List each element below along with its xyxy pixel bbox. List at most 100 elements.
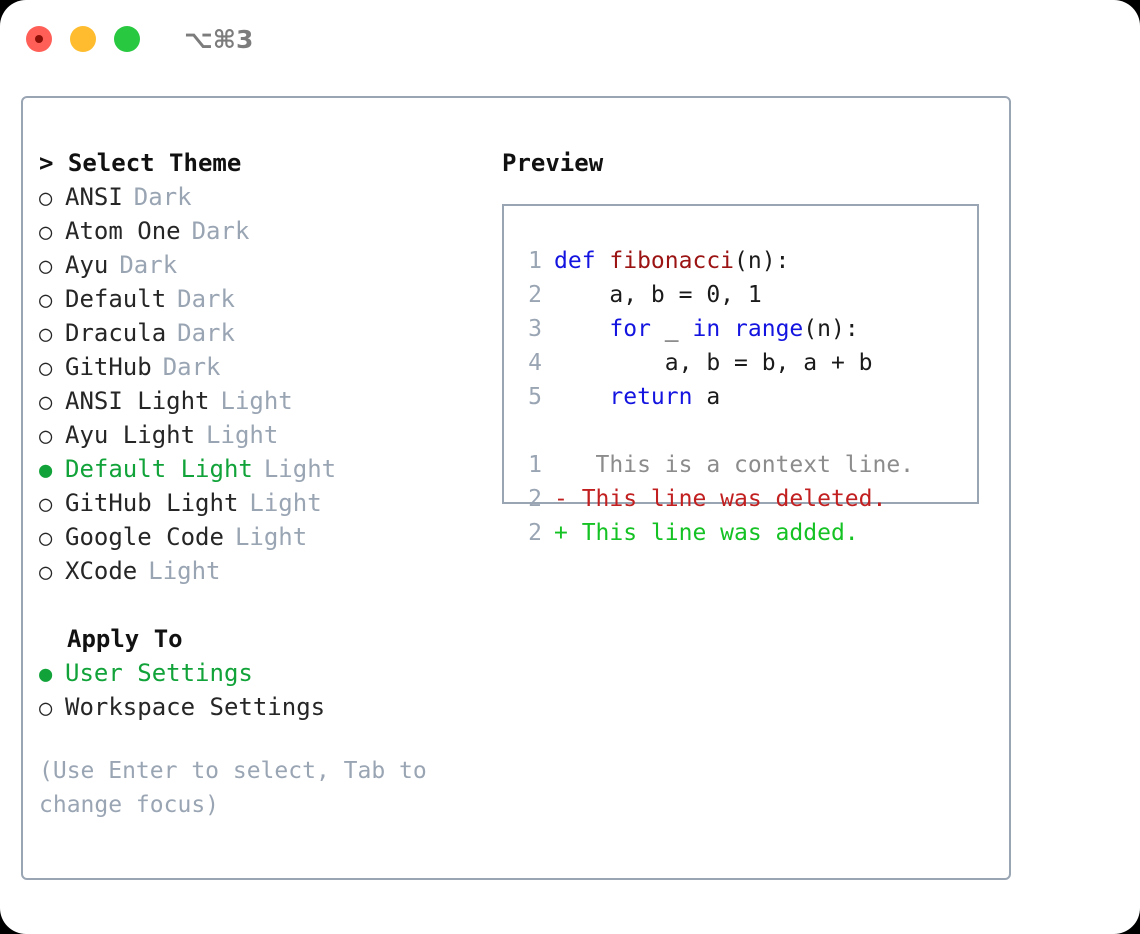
- radio-unselected-icon: ○: [39, 424, 53, 449]
- theme-option-8[interactable]: ● Default Light Light: [39, 452, 479, 486]
- theme-option-tag: Dark: [177, 285, 235, 313]
- theme-option-label: XCode: [65, 557, 138, 585]
- theme-option-0[interactable]: ○ ANSI Dark: [39, 180, 479, 214]
- diff-line-content: + This line was added.: [554, 520, 859, 546]
- radio-unselected-icon: ○: [39, 356, 53, 381]
- theme-option-tag: Dark: [177, 319, 235, 347]
- code-token-kw: range: [734, 316, 804, 342]
- theme-option-label: Google Code: [65, 523, 224, 551]
- theme-option-11[interactable]: ○ XCode Light: [39, 554, 479, 588]
- diff-line-content: - This line was deleted.: [554, 486, 887, 512]
- theme-option-1[interactable]: ○ Atom One Dark: [39, 214, 479, 248]
- code-token-plain: [554, 316, 609, 342]
- theme-option-label: Default Light: [65, 455, 253, 483]
- code-line-content: a, b = b, a + b: [554, 346, 873, 380]
- theme-option-tag: Light: [249, 489, 322, 517]
- diff-line-number: 2: [528, 520, 542, 546]
- apply-to-option-0[interactable]: ● User Settings: [39, 656, 479, 690]
- code-line-content: for _ in range(n):: [554, 312, 859, 346]
- theme-option-4[interactable]: ○ Dracula Dark: [39, 316, 479, 350]
- preview-heading: Preview: [502, 149, 604, 177]
- code-line-3: 3 for _ in range(n):: [518, 312, 977, 346]
- code-token-plain: [720, 316, 734, 342]
- theme-option-tag: Light: [263, 455, 337, 483]
- theme-option-label: Ayu: [65, 251, 109, 279]
- theme-option-label: Atom One: [65, 217, 181, 245]
- theme-option-label: ANSI: [65, 183, 123, 211]
- radio-unselected-icon: ○: [39, 288, 53, 313]
- code-token-kw: in: [692, 316, 721, 342]
- code-line-number: 1: [528, 248, 542, 274]
- code-line-content: def fibonacci(n):: [554, 244, 789, 278]
- diff-line-number: 1: [528, 452, 542, 478]
- theme-option-5[interactable]: ○ GitHub Dark: [39, 350, 479, 384]
- theme-option-tag: Light: [220, 387, 293, 415]
- code-line-2: 2 a, b = 0, 1: [518, 278, 977, 312]
- apply-to-option-label: Workspace Settings: [65, 693, 326, 721]
- code-token-plain: _: [650, 316, 693, 342]
- diff-line-content: This is a context line.: [554, 452, 915, 478]
- theme-option-label: ANSI Light: [65, 387, 210, 415]
- theme-option-tag: Dark: [133, 183, 192, 211]
- radio-unselected-icon: ○: [39, 186, 53, 211]
- radio-unselected-icon: ○: [39, 390, 53, 415]
- apply-to-option-list[interactable]: ● User Settings ○ Workspace Settings: [39, 656, 479, 724]
- theme-option-7[interactable]: ○ Ayu Light Light: [39, 418, 479, 452]
- theme-option-6[interactable]: ○ ANSI Light Light: [39, 384, 479, 418]
- code-token-plain: a, b = b, a + b: [554, 350, 873, 376]
- code-line-number: 4: [528, 350, 542, 376]
- radio-unselected-icon: ○: [39, 696, 53, 721]
- code-line-number: 2: [528, 282, 542, 308]
- keyboard-hint-text: (Use Enter to select, Tab to change focu…: [39, 758, 441, 818]
- diff-line-del: 2- This line was deleted.: [518, 482, 977, 516]
- theme-option-tag: Light: [206, 421, 279, 449]
- radio-unselected-icon: ○: [39, 220, 53, 245]
- theme-option-tag: Light: [148, 557, 221, 585]
- theme-option-tag: Light: [234, 523, 308, 551]
- apply-to-option-label: User Settings: [65, 659, 253, 687]
- radio-unselected-icon: ○: [39, 560, 53, 585]
- close-window-icon[interactable]: [26, 26, 52, 52]
- apply-to-heading: Apply To: [67, 625, 183, 653]
- maximize-window-icon[interactable]: [114, 26, 140, 52]
- code-line-content: return a: [554, 380, 720, 414]
- theme-option-tag: Dark: [119, 251, 178, 279]
- code-token-kw: return: [609, 384, 693, 410]
- code-line-4: 4 a, b = b, a + b: [518, 346, 977, 380]
- code-token-plain: a: [692, 384, 721, 410]
- theme-option-label: GitHub: [65, 353, 152, 381]
- title-bar: ⌥⌘3: [0, 0, 1140, 78]
- code-token-plain: (n):: [734, 248, 790, 274]
- code-token-plain: (n):: [803, 316, 859, 342]
- radio-unselected-icon: ○: [39, 322, 53, 347]
- theme-option-tag: Dark: [191, 217, 250, 245]
- code-token-fn: fibonacci: [609, 248, 735, 274]
- radio-unselected-icon: ○: [39, 492, 53, 517]
- theme-option-tag: Dark: [162, 353, 221, 381]
- diff-line-add: 2 + This line was added.: [518, 516, 977, 550]
- minimize-window-icon[interactable]: [70, 26, 96, 52]
- radio-selected-icon: ●: [39, 458, 53, 483]
- theme-option-label: Ayu Light: [65, 421, 196, 449]
- code-token-plain: [554, 384, 609, 410]
- code-line-5: 5 return a: [518, 380, 977, 414]
- code-line-1: 1 def fibonacci(n):: [518, 244, 977, 278]
- apply-to-option-1[interactable]: ○ Workspace Settings: [39, 690, 479, 724]
- code-line-number: 5: [528, 384, 542, 410]
- theme-option-label: Dracula: [65, 319, 167, 347]
- code-line-content: a, b = 0, 1: [554, 278, 761, 312]
- theme-option-2[interactable]: ○ Ayu Dark: [39, 248, 479, 282]
- code-diff-separator: [518, 414, 977, 448]
- radio-unselected-icon: ○: [39, 254, 53, 279]
- radio-selected-icon: ●: [39, 662, 53, 687]
